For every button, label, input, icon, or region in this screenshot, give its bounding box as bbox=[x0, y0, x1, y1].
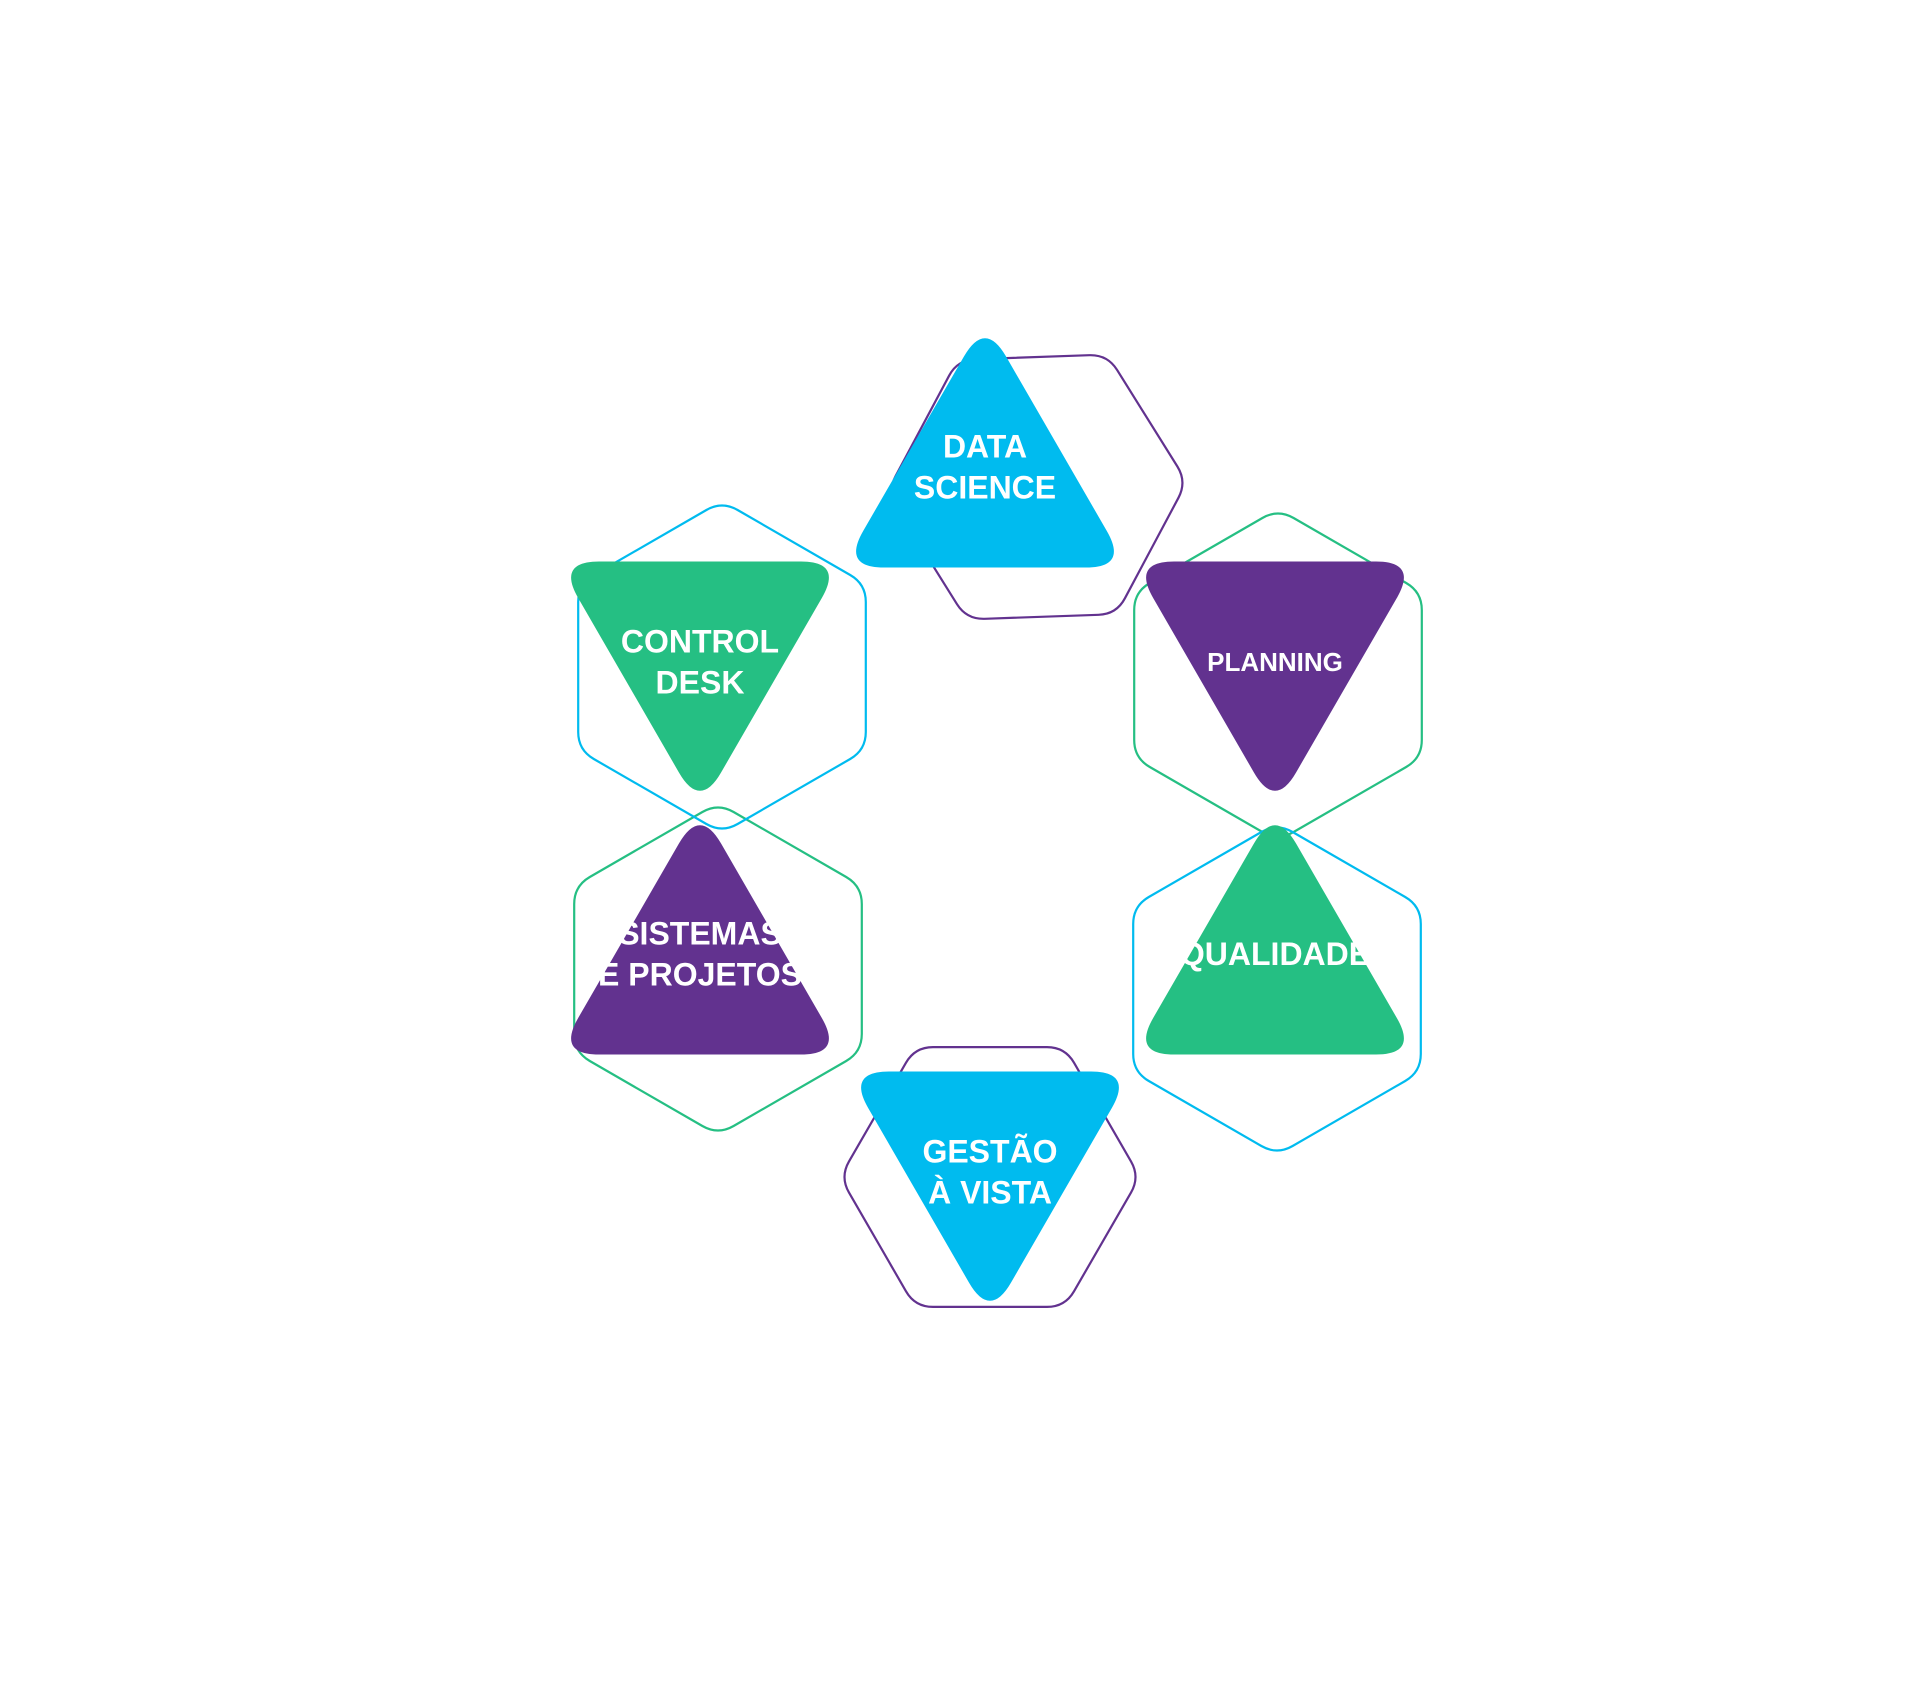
hexagon-outlines bbox=[573, 354, 1423, 1308]
node-sistemas-e-projetos: SISTEMAS E PROJETOS bbox=[571, 825, 829, 1055]
gestao-a-vista-triangle bbox=[861, 1071, 1119, 1301]
sistemas-e-projetos-label-line: E PROJETOS bbox=[598, 956, 802, 992]
node-data-science: DATA SCIENCE bbox=[856, 338, 1114, 568]
control-desk-label-line: CONTROL bbox=[621, 624, 779, 660]
data-science-label-line: DATA bbox=[943, 429, 1027, 465]
gestao-a-vista-hexagon-outline bbox=[843, 1046, 1137, 1308]
qualidade-label-line: QUALIDADE bbox=[1180, 936, 1370, 972]
qualidade-label: QUALIDADE bbox=[1180, 936, 1370, 972]
qualidade-hexagon-outline bbox=[1132, 826, 1422, 1152]
data-science-label: DATA SCIENCE bbox=[914, 429, 1056, 506]
sistemas-e-projetos-label: SISTEMAS E PROJETOS bbox=[598, 916, 802, 993]
node-planning: PLANNING bbox=[1146, 561, 1404, 791]
data-science-triangle bbox=[856, 338, 1114, 568]
node-control-desk: CONTROL DESK bbox=[571, 561, 829, 791]
node-gestao-a-vista: GESTÃO À VISTA bbox=[861, 1071, 1119, 1301]
qualidade-triangle bbox=[1146, 825, 1404, 1055]
planning-triangle bbox=[1146, 561, 1404, 791]
gestao-a-vista-label: GESTÃO À VISTA bbox=[922, 1134, 1057, 1211]
data-science-label-line: SCIENCE bbox=[914, 469, 1056, 505]
gestao-a-vista-label-line: GESTÃO bbox=[922, 1134, 1057, 1170]
control-desk-triangle bbox=[571, 561, 829, 791]
sistemas-e-projetos-triangle bbox=[571, 825, 829, 1055]
control-desk-label-line: DESK bbox=[656, 664, 745, 700]
planning-label: PLANNING bbox=[1207, 647, 1343, 677]
sistemas-e-projetos-label-line: SISTEMAS bbox=[618, 916, 782, 952]
node-qualidade: QUALIDADE bbox=[1146, 825, 1404, 1055]
control-desk-label: CONTROL DESK bbox=[621, 624, 779, 701]
gestao-a-vista-label-line: À VISTA bbox=[928, 1174, 1052, 1210]
control-desk-hexagon-outline bbox=[577, 504, 867, 830]
sistemas-e-projetos-hexagon-outline bbox=[573, 806, 863, 1132]
data-science-hexagon-outline bbox=[890, 354, 1184, 620]
planning-label-line: PLANNING bbox=[1207, 647, 1343, 677]
nodes: DATA SCIENCE PLANNING QUALIDADE GESTÃO À VIST… bbox=[571, 338, 1404, 1301]
